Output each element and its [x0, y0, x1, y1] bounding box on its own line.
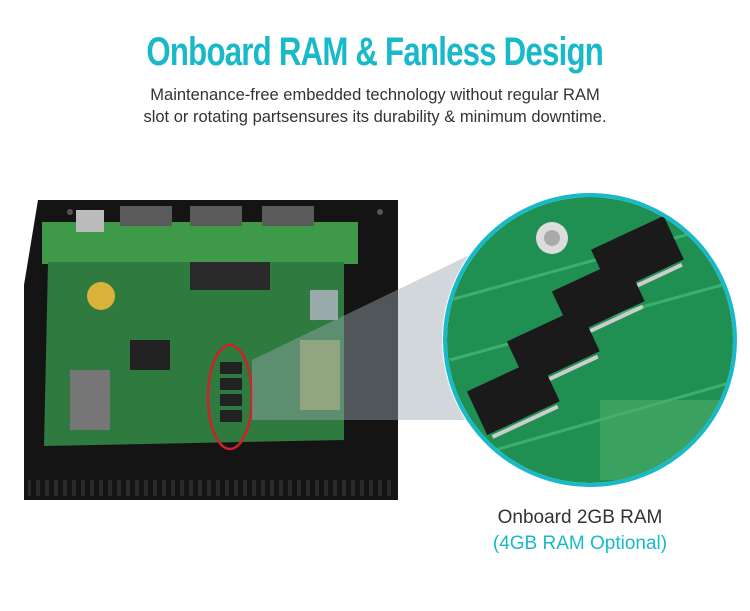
ram-chips-small	[220, 362, 242, 422]
magnifier-ring	[443, 193, 737, 487]
subtitle-line-2: slot or rotating partsensures its durabi…	[143, 108, 607, 126]
ram-option-label: (4GB RAM Optional)	[492, 533, 668, 554]
magnified-ram-view	[442, 192, 738, 488]
subtitle: Maintenance-free embedded technology wit…	[0, 84, 750, 128]
page-title-text: Onboard RAM & Fanless Design	[146, 30, 604, 74]
page-title: Onboard RAM & Fanless Design	[0, 30, 750, 75]
magnify-cone	[252, 250, 480, 420]
ram-chip	[466, 357, 560, 439]
ram-label: Onboard 2GB RAM	[497, 507, 663, 528]
subtitle-line-1: Maintenance-free embedded technology wit…	[150, 86, 600, 104]
motherboard	[42, 206, 358, 451]
ram-highlight-ring	[206, 343, 254, 451]
